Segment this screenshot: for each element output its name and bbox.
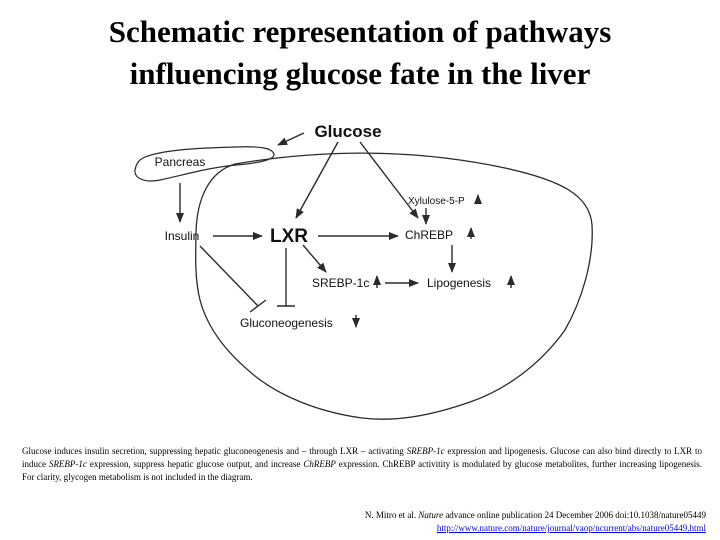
citation-journal: Nature [418, 510, 444, 520]
lipogenesis-label: Lipogenesis [427, 276, 491, 290]
caption-text-2: expression and lipogenesis. Glucose can … [22, 446, 703, 469]
caption-text-4: expression. ChREBP activitity is modulat… [22, 459, 702, 482]
citation-authors: N. Mitro et al. [364, 510, 419, 520]
inhibit-insulin-to-gluconeogenesis [199, 245, 259, 307]
caption-text-1: Glucose induces insulin secretion, suppr… [22, 446, 407, 456]
caption-gene-srebp-2: SREBP-1c [48, 459, 87, 469]
citation-details: advance online publication 24 December 2… [443, 510, 706, 520]
slide-title-line-2: influencing glucose fate in the liver [129, 56, 591, 91]
glucose-label: Glucose [314, 122, 381, 141]
citation-link[interactable]: http://www.nature.com/nature/journal/vao… [436, 523, 706, 533]
srebp-label: SREBP-1c [312, 276, 369, 290]
pancreas-label: Pancreas [155, 155, 206, 169]
slide-title-line-1: Schematic representation of pathways [108, 14, 612, 49]
pathway-diagram: Glucose Pancreas Xylulose-5-P Insulin LX… [134, 122, 593, 420]
citation: N. Mitro et al. Nature advance online pu… [365, 509, 706, 535]
figure-caption: Glucose induces insulin secretion, suppr… [22, 445, 702, 484]
caption-gene-chrebp: ChREBP [303, 459, 336, 469]
arrow-glucose-to-lxr [295, 141, 339, 219]
arrow-glucose-to-chrebp [359, 141, 419, 219]
pancreas-outline [134, 146, 275, 182]
caption-gene-srebp-1: SREBP-1c [406, 446, 445, 456]
arrow-glucose-to-pancreas [277, 132, 305, 146]
citation-reference: N. Mitro et al. Nature advance online pu… [365, 509, 706, 522]
caption-text-3: expression, suppress hepatic glucose out… [86, 459, 304, 469]
liver-outline [195, 152, 593, 420]
insulin-label: Insulin [165, 229, 200, 243]
gluconeogenesis-label: Gluconeogenesis [240, 316, 333, 330]
xylulose-label: Xylulose-5-P [408, 196, 465, 207]
lxr-label: LXR [270, 226, 308, 247]
arrow-lxr-to-srebp [302, 244, 327, 273]
chrebp-label: ChREBP [405, 228, 453, 242]
